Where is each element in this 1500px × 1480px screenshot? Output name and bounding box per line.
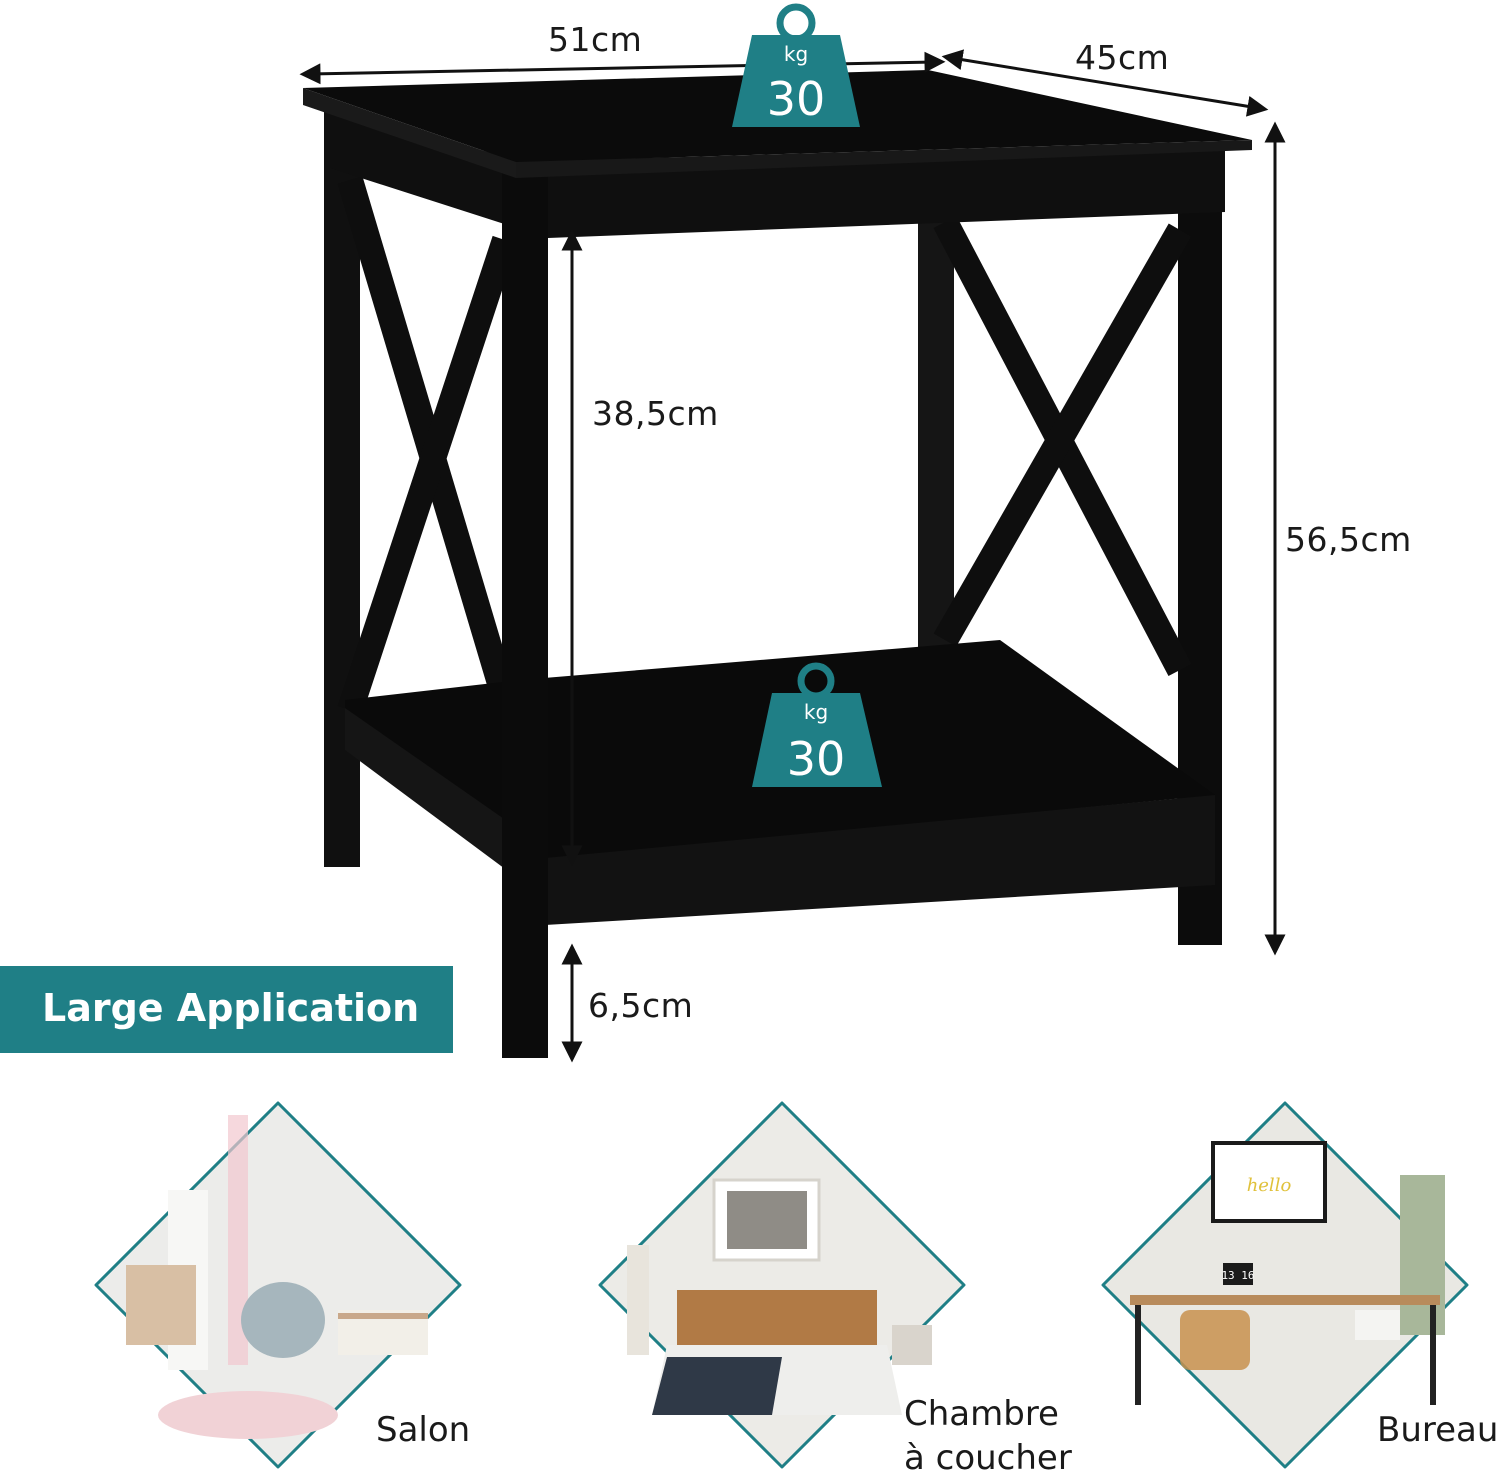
svg-text:13 16: 13 16 <box>1221 1269 1254 1282</box>
banner-label: Large Application <box>42 986 420 1030</box>
application-banner <box>0 966 453 1053</box>
room-label-line: Salon <box>376 1410 471 1450</box>
room-image-office: hello 13 16 <box>1101 1101 1469 1469</box>
svg-text:kg: kg <box>804 700 828 724</box>
inner-right-post <box>918 218 954 650</box>
room-label-line: à coucher <box>904 1438 1072 1478</box>
depth-arrow <box>941 49 1269 117</box>
room-label-line: Bureau <box>1377 1410 1499 1450</box>
top-apron <box>330 112 1225 238</box>
width-label: 51cm <box>548 20 643 59</box>
svg-text:30: 30 <box>767 72 826 126</box>
svg-text:hello: hello <box>1247 1175 1292 1196</box>
total-height-label: 56,5cm <box>1285 520 1412 559</box>
left-x-brace <box>337 176 518 715</box>
room-label-office: Bureau <box>1377 1408 1498 1452</box>
table-top-edge <box>303 88 516 178</box>
shelf-weight-icon: kg 30 <box>752 662 882 787</box>
lower-shelf-side <box>345 708 520 880</box>
side-table-illustration: kg 30 kg 30 <box>299 3 1286 1063</box>
svg-text:kg: kg <box>784 42 808 66</box>
shelf-gap-label: 38,5cm <box>592 394 719 433</box>
table-top-front-edge <box>516 140 1252 178</box>
room-image-bedroom <box>598 1101 966 1469</box>
front-left-leg <box>502 160 548 1058</box>
room-label-salon: Salon <box>376 1408 470 1452</box>
depth-label: 45cm <box>1075 38 1170 77</box>
room-image-salon <box>94 1101 462 1469</box>
room-label-line: Chambre <box>904 1394 1059 1434</box>
svg-text:30: 30 <box>787 732 846 786</box>
right-x-brace <box>933 215 1192 677</box>
lower-shelf-apron <box>545 795 1215 925</box>
top-weight-icon: kg 30 <box>732 3 860 127</box>
room-label-bedroom: Chambre à coucher <box>904 1392 1072 1480</box>
leg-height-label: 6,5cm <box>588 986 694 1025</box>
